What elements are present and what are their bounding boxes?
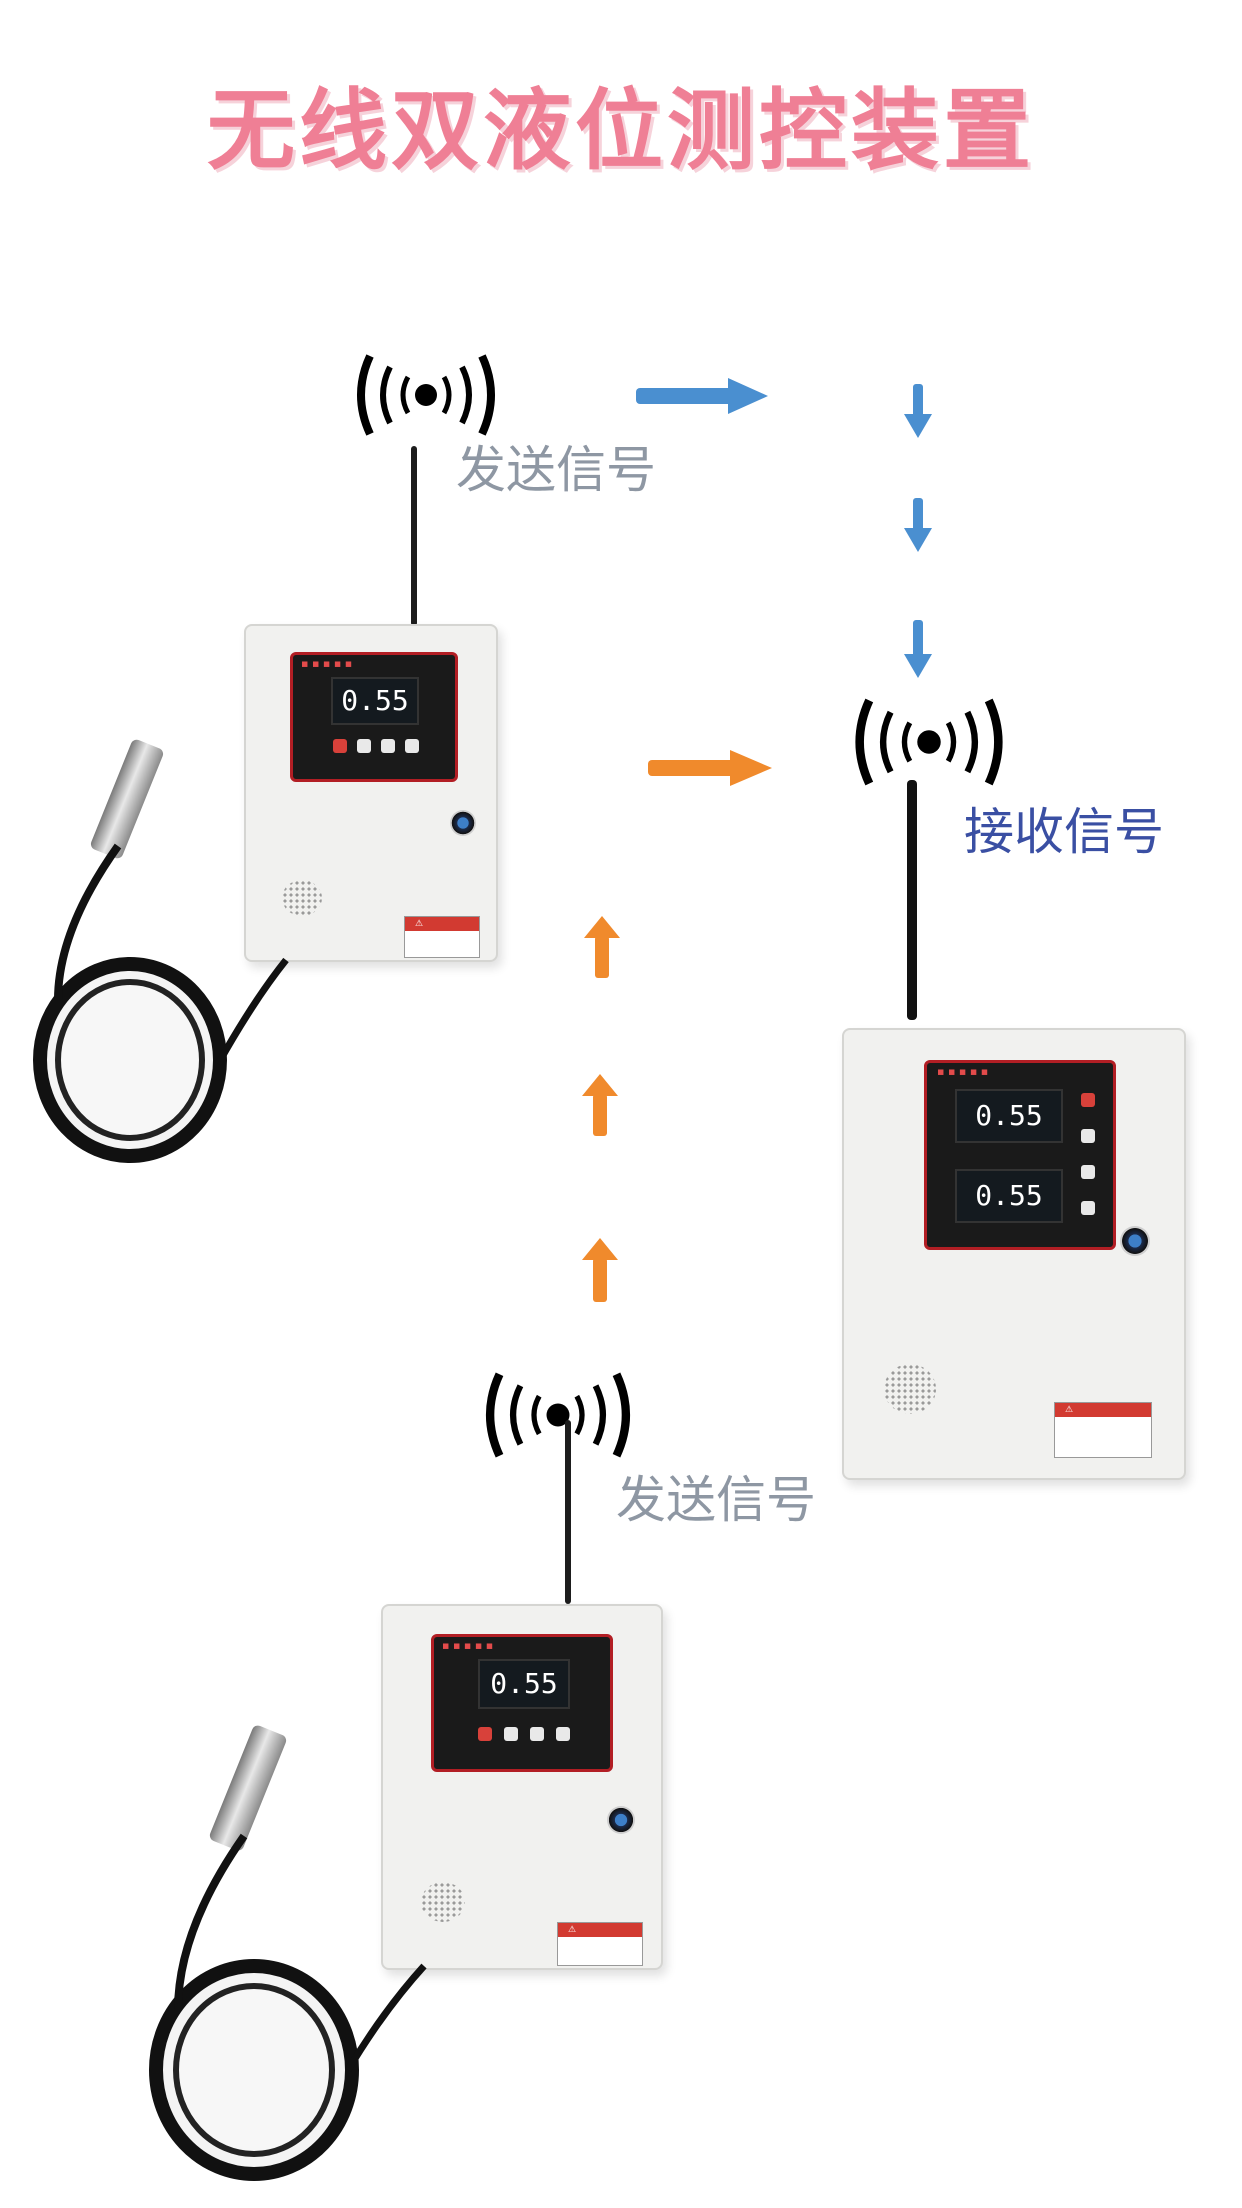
menu-button[interactable]	[333, 739, 347, 753]
key-lock-icon	[1120, 1226, 1150, 1256]
panel-brand: ▪ ▪ ▪ ▪ ▪	[937, 1065, 989, 1078]
wireless-signal-icon-receiver	[855, 698, 1003, 786]
level-display-2: 0.55	[955, 1169, 1063, 1223]
wireless-signal-icon-top	[357, 354, 495, 436]
warning-label: ⚠	[557, 1922, 643, 1966]
left-button[interactable]	[357, 739, 371, 753]
key-lock-icon	[450, 810, 476, 836]
arrow-icon-orange-up-1	[584, 916, 620, 978]
transmitter-device-top: ▪ ▪ ▪ ▪ ▪ 0.55 ⚠	[244, 624, 498, 962]
send-signal-label-bottom: 发送信号	[616, 1471, 816, 1529]
warning-icon: ⚠	[1055, 1403, 1151, 1417]
level-display: 0.55	[331, 677, 419, 725]
receiver-control-panel: ▪ ▪ ▪ ▪ ▪ 0.55 0.55	[924, 1060, 1116, 1250]
transmitter-device-bottom: ▪ ▪ ▪ ▪ ▪ 0.55 ⚠	[381, 1604, 663, 1970]
speaker-grille	[884, 1364, 936, 1414]
panel-brand: ▪ ▪ ▪ ▪ ▪	[301, 657, 353, 670]
arrow-icon-orange-right	[648, 750, 772, 786]
warning-icon: ⚠	[405, 917, 479, 931]
receiver-device: ▪ ▪ ▪ ▪ ▪ 0.55 0.55 ⚠	[842, 1028, 1186, 1480]
control-panel: ▪ ▪ ▪ ▪ ▪ 0.55	[290, 652, 458, 782]
arrow-icon-orange-up-2	[582, 1074, 618, 1136]
receive-signal-label: 接收信号	[964, 803, 1164, 861]
page-title: 无线双液位测控装置	[206, 79, 1035, 182]
menu-button[interactable]	[478, 1727, 492, 1741]
send-signal-label-top: 发送信号	[456, 441, 656, 499]
down-button[interactable]	[405, 739, 419, 753]
up-button[interactable]	[1081, 1165, 1095, 1179]
arrow-icon-blue-down-3	[904, 620, 932, 678]
panel-brand: ▪ ▪ ▪ ▪ ▪	[442, 1639, 494, 1652]
antenna-receiver	[907, 780, 917, 1020]
probe-cable-top	[33, 843, 289, 1163]
wireless-signal-icon-bottom	[485, 1372, 631, 1458]
probe-cable-bottom	[149, 1833, 427, 2181]
arrow-icon-blue-right	[636, 378, 768, 414]
left-button[interactable]	[504, 1727, 518, 1741]
level-display-1: 0.55	[955, 1089, 1063, 1143]
control-panel: ▪ ▪ ▪ ▪ ▪ 0.55	[431, 1634, 613, 1772]
warning-icon: ⚠	[558, 1923, 642, 1937]
down-button[interactable]	[1081, 1201, 1095, 1215]
antenna-top	[411, 446, 417, 626]
key-lock-icon	[607, 1806, 635, 1834]
left-button[interactable]	[1081, 1129, 1095, 1143]
speaker-grille	[282, 880, 322, 916]
warning-label: ⚠	[1054, 1402, 1152, 1458]
up-button[interactable]	[381, 739, 395, 753]
arrow-icon-orange-up-3	[582, 1238, 618, 1302]
menu-button[interactable]	[1081, 1093, 1095, 1107]
warning-label: ⚠	[404, 916, 480, 958]
down-button[interactable]	[556, 1727, 570, 1741]
speaker-grille	[421, 1882, 465, 1922]
up-button[interactable]	[530, 1727, 544, 1741]
antenna-bottom	[565, 1420, 571, 1604]
level-display: 0.55	[478, 1659, 570, 1709]
arrow-icon-blue-down-2	[904, 498, 932, 552]
arrow-icon-blue-down-1	[904, 384, 932, 438]
